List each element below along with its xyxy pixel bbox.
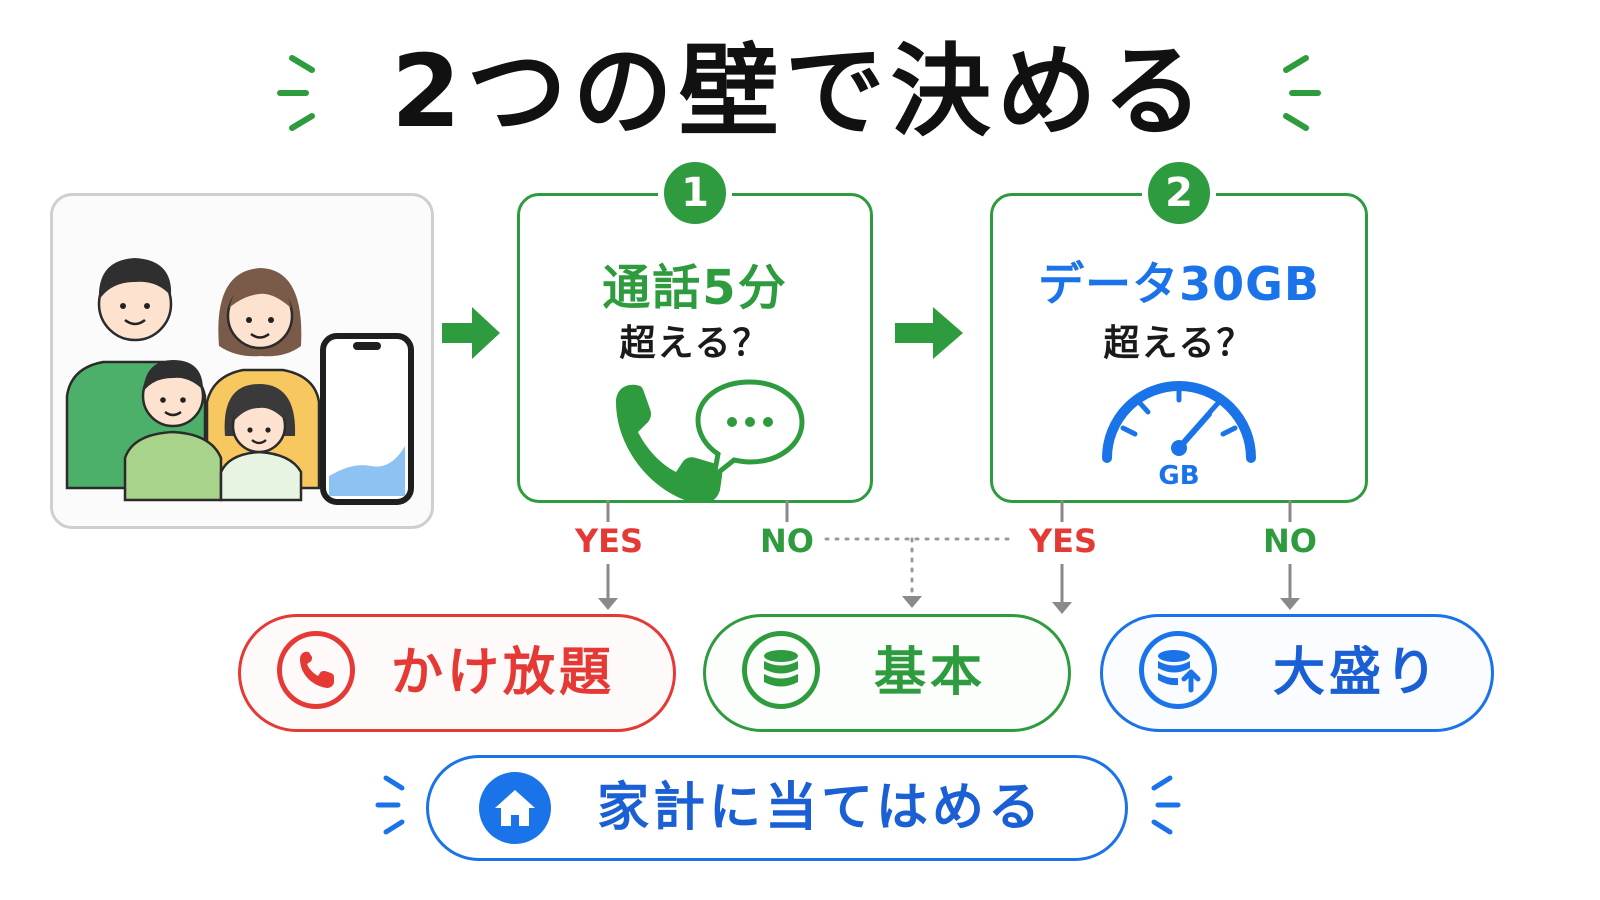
step-2-data-card: 2 データ30GB 超える？ GB [990,156,1368,503]
step1-yes-label: YES [574,522,644,560]
result-large: 大盛り [1100,614,1494,732]
cta-accent-left-icon [375,775,405,835]
phone-icon [277,631,355,709]
result-unlimited-calls: かけ放題 [238,614,676,732]
step2-yes-label: YES [1028,522,1098,560]
data-gauge-icon: GB [1102,381,1256,491]
step-question-sub: 超える？ [619,323,771,364]
step1-no-label: NO [760,522,814,560]
result-label: 大盛り [1273,643,1442,703]
step-1-call-card: 1 通話5分 超える？ [517,156,873,503]
apply-to-household-button[interactable]: 家計に当てはめる [426,755,1128,861]
step-question-sub: 超える？ [1103,323,1255,364]
step-question-main: 通話5分 [602,260,788,316]
title-accent-right-icon [1283,55,1321,131]
step-question-main: データ30GB [1038,257,1320,311]
arrow-right-icon [895,307,963,359]
database-icon [742,631,820,709]
cta-accent-right-icon [1151,775,1181,835]
database-upload-icon [1139,631,1217,709]
arrow-right-icon [442,307,500,359]
page-title: 2つの壁で決める [391,33,1209,150]
gauge-unit-label: GB [1158,461,1199,491]
result-label: かけ放題 [391,643,616,703]
step-number-badge: 1 [658,156,732,230]
step2-no-label: NO [1263,522,1317,560]
phone-call-chat-icon [616,379,805,502]
result-label: 基本 [874,643,987,703]
family-illustration-card [50,193,434,529]
cta-label: 家計に当てはめる [597,778,1044,838]
step-number-badge: 2 [1142,156,1216,230]
family-with-smartphone-illustration [65,258,414,505]
result-basic: 基本 [703,614,1071,732]
home-icon [479,772,551,844]
title-accent-left-icon [277,55,315,131]
